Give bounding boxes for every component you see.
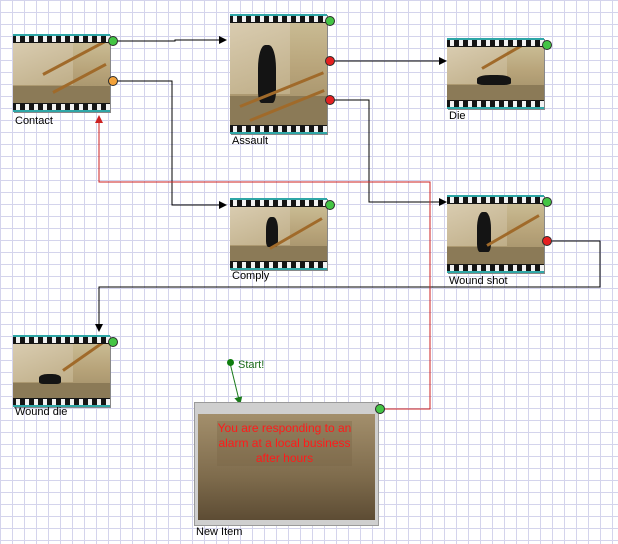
circle-port-icon[interactable] (325, 200, 335, 210)
edge-contact-comply (115, 80, 227, 209)
node-label: Assault (232, 135, 269, 147)
scene-image (230, 207, 327, 261)
node-label: Wound die (15, 406, 68, 418)
edge-contact-assault (115, 36, 227, 44)
person-figure (477, 75, 511, 85)
start-marker-icon[interactable] (227, 359, 234, 366)
person-figure (266, 217, 278, 247)
video-thumbnail[interactable] (13, 335, 110, 407)
circle-port-icon[interactable] (325, 95, 335, 105)
scene-image (230, 23, 327, 125)
circle-port-icon[interactable] (375, 404, 385, 414)
scene-image (447, 47, 544, 100)
video-thumbnail[interactable] (230, 14, 327, 134)
scene-image (13, 344, 110, 398)
scene-image (13, 43, 110, 103)
node-label: Comply (232, 270, 270, 282)
circle-port-icon[interactable] (325, 16, 335, 26)
circle-port-icon[interactable] (108, 36, 118, 46)
node-label: Die (449, 110, 466, 122)
node-label: Wound shot (449, 275, 508, 287)
circle-port-icon[interactable] (108, 76, 118, 86)
person-figure (258, 45, 276, 103)
video-thumbnail[interactable] (447, 195, 544, 273)
intro-panel[interactable]: You are responding to an alarm at a loca… (194, 402, 379, 526)
circle-port-icon[interactable] (542, 197, 552, 207)
video-thumbnail[interactable] (447, 38, 544, 109)
circle-port-icon[interactable] (325, 56, 335, 66)
video-thumbnail[interactable] (230, 198, 327, 270)
circle-port-icon[interactable] (108, 337, 118, 347)
start-label: Start! (238, 359, 265, 371)
scene-image (447, 204, 544, 264)
circle-port-icon[interactable] (542, 236, 552, 246)
person-figure (39, 374, 61, 384)
edge-assault-woundshot (333, 99, 447, 206)
scene-image (198, 414, 375, 520)
node-label: Contact (15, 115, 53, 127)
video-thumbnail[interactable] (13, 34, 110, 112)
circle-port-icon[interactable] (542, 40, 552, 50)
node-label: New Item (196, 526, 243, 538)
intro-caption: You are responding to an alarm at a loca… (217, 421, 352, 466)
